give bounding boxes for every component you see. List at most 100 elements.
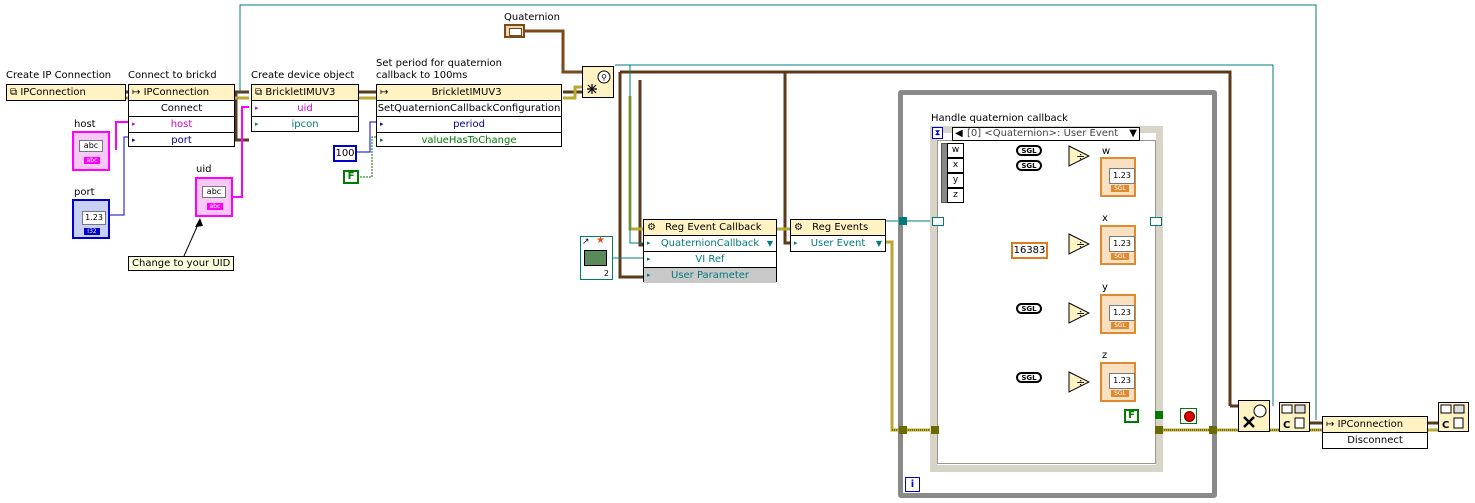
svg-text:÷: ÷ [1076, 150, 1085, 163]
set-config-invoke-node[interactable]: ↦ BrickletIMUV3 SetQuaternionCallbackCon… [376, 84, 562, 147]
user-event-icon: ⚲ [587, 70, 611, 94]
period-constant[interactable]: 100 [333, 145, 357, 162]
vi-icon [584, 250, 607, 266]
arrow-icon: ▸ [794, 239, 798, 247]
arrow-icon: ▸ [132, 120, 136, 128]
uid-tooltip: Change to your UID [128, 256, 235, 271]
tunnel [1209, 426, 1217, 434]
divide-y-icon[interactable]: ÷ [1068, 302, 1090, 324]
close-reference-icon: C [1440, 404, 1465, 431]
value-has-to-change-constant[interactable]: F [343, 170, 359, 184]
tunnel [1155, 426, 1163, 434]
reg-event-callback-node[interactable]: ⚙ Reg Event Callback ▸QuaternionCallback… [643, 219, 777, 283]
divide-x-icon[interactable]: ÷ [1068, 233, 1090, 255]
quaternion-callback-event: QuaternionCallback [660, 238, 760, 249]
svg-text:÷: ÷ [1076, 307, 1085, 320]
divide-z-icon[interactable]: ÷ [1068, 371, 1090, 393]
host-label: host [74, 119, 96, 130]
svg-text:C: C [1442, 420, 1449, 431]
to-sgl-w[interactable]: SGL [1016, 145, 1042, 156]
destroy-event-icon [1243, 404, 1267, 428]
ipcon-param: ipcon [291, 119, 319, 130]
constructor-icon: ⧉ [10, 87, 21, 98]
invoke-icon: ↦ [380, 87, 392, 98]
to-sgl-y[interactable]: SGL [1016, 303, 1042, 314]
stop-icon [1184, 411, 1195, 422]
connect-invoke-node[interactable]: ↦ IPConnection Connect ▸host ▸port [128, 84, 235, 147]
while-loop[interactable] [898, 90, 1217, 498]
timeout-hourglass-icon: ⧗ [932, 127, 943, 139]
stop-terminal [1180, 408, 1197, 424]
x-indicator-label: x [1102, 213, 1108, 224]
dropdown-icon[interactable]: ▼ [875, 239, 882, 248]
to-sgl-x[interactable]: SGL [1016, 160, 1042, 171]
callback-icon: ⚙ [794, 222, 807, 233]
arrow-icon: ▸ [255, 120, 259, 128]
arrow-icon: ▸ [647, 255, 651, 263]
to-sgl-z[interactable]: SGL [1016, 372, 1042, 383]
close-reference-node-1[interactable]: C [1279, 402, 1310, 432]
create-ip-connection-label: Create IP Connection [6, 70, 112, 81]
imu-constructor-node[interactable]: ⧉ BrickletIMUV3 ▸uid ▸ipcon [251, 84, 359, 132]
z-indicator-label: z [1102, 350, 1108, 361]
event-registration-terminal [932, 217, 944, 226]
period-param: period [453, 119, 485, 130]
reg-events-node[interactable]: ⚙ Reg Events ▸User Event▼ [790, 219, 886, 252]
set-period-label: Set period for quaternion callback to 10… [376, 58, 502, 81]
unbundle-by-name: w x y z [947, 143, 964, 203]
quaternion-event-refnum[interactable] [504, 24, 525, 38]
arrow-icon: ▸ [132, 136, 136, 144]
quaternion-label: Quaternion [504, 12, 560, 23]
tunnel [1155, 411, 1163, 419]
svg-text:÷: ÷ [1076, 238, 1085, 251]
divisor-constant[interactable]: 16383 [1011, 242, 1048, 259]
uid-string-control[interactable]: abc abc [195, 177, 233, 217]
vi-reference[interactable]: ↗ ★ 2 [580, 235, 613, 280]
ipconnection-constructor[interactable]: ⧉ IPConnection [6, 84, 126, 101]
handle-quaternion-callback-label: Handle quaternion callback [931, 113, 1068, 124]
invoke-icon: ↦ [132, 87, 144, 98]
arrow-icon: ▸ [380, 120, 384, 128]
tooltip-arrow-icon [183, 218, 203, 257]
connect-method: Connect [129, 101, 234, 117]
svg-text:⚲: ⚲ [601, 73, 607, 82]
arrow-icon: ▸ [380, 136, 384, 144]
dropdown-icon[interactable]: ▼ [766, 239, 773, 248]
loop-iteration-terminal: i [905, 477, 920, 492]
port-label: port [74, 187, 95, 198]
arrow-icon: ▸ [647, 239, 651, 247]
callback-icon: ⚙ [647, 222, 660, 233]
disconnect-invoke-node[interactable]: ↦ IPConnection Disconnect [1322, 416, 1428, 449]
svg-text:÷: ÷ [1076, 376, 1085, 389]
close-reference-icon: C [1281, 404, 1306, 431]
value-has-to-change-param: valueHasToChange [421, 135, 517, 146]
create-user-event-node[interactable]: ⚲ [582, 66, 614, 98]
event-case-selector[interactable]: ◀ [0] <Quaternion>: User Event ▼ [952, 127, 1140, 141]
arrow-icon: ↗ [582, 237, 590, 247]
decrement-icon[interactable]: ◀ [955, 128, 963, 139]
user-event-event: User Event [810, 238, 866, 249]
set-config-method: SetQuaternionCallbackConfiguration [377, 101, 561, 117]
arrow-icon: ▸ [255, 104, 259, 112]
port-param: port [171, 135, 192, 146]
uid-label: uid [196, 164, 212, 175]
arrow-icon: ▸ [647, 271, 651, 279]
connect-to-brickd-label: Connect to brickd [128, 70, 217, 81]
divide-w-icon[interactable]: ÷ [1068, 145, 1090, 167]
host-param: host [170, 119, 193, 130]
invoke-icon: ↦ [1326, 419, 1338, 430]
chevron-down-icon[interactable]: ▼ [1129, 128, 1137, 139]
destroy-user-event-node[interactable] [1238, 400, 1270, 432]
create-device-object-label: Create device object [251, 70, 355, 81]
constructor-icon: ⧉ [255, 87, 266, 98]
stop-constant[interactable]: F [1124, 409, 1139, 423]
event-registration-terminal [1150, 217, 1162, 226]
close-reference-node-2[interactable]: C [1438, 402, 1469, 432]
svg-text:C: C [1283, 420, 1290, 431]
host-string-control[interactable]: abc abc [72, 131, 110, 171]
port-numeric-control[interactable]: 1.23 I32 [72, 199, 110, 239]
